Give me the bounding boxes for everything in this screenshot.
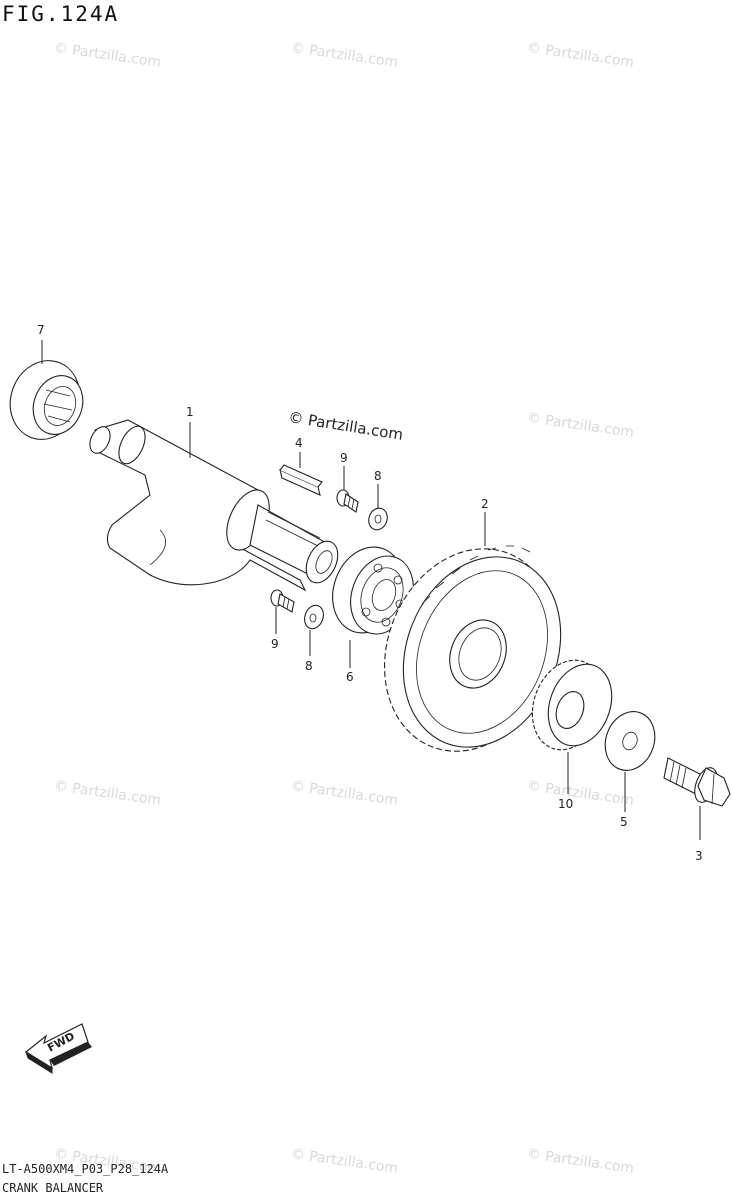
callout-9-lower: 9 — [271, 637, 279, 651]
flange-bolt-part[interactable] — [663, 757, 731, 807]
bolt-small-upper-part[interactable] — [336, 489, 359, 513]
callout-5: 5 — [620, 815, 628, 829]
balancer-drive-gear-part[interactable] — [520, 650, 622, 760]
callout-2: 2 — [481, 497, 489, 511]
figure-title: FIG.124A — [2, 2, 120, 26]
callout-1: 1 — [186, 405, 194, 419]
key-part[interactable] — [279, 464, 323, 496]
callout-10: 10 — [558, 797, 573, 811]
callout-8-lower: 8 — [305, 659, 313, 673]
callout-9-upper: 9 — [340, 451, 348, 465]
washer-small-lower-part[interactable] — [301, 603, 326, 632]
diagram-caption: CRANK BALANCER — [2, 1181, 104, 1195]
callout-8-upper: 8 — [374, 469, 382, 483]
needle-bearing-part[interactable] — [0, 351, 91, 449]
callout-6: 6 — [346, 670, 354, 684]
washer-large-part[interactable] — [597, 705, 663, 778]
callout-7: 7 — [37, 323, 45, 337]
callout-3: 3 — [695, 849, 703, 863]
balancer-shaft-part[interactable] — [86, 419, 344, 592]
bolt-small-lower-part[interactable] — [270, 589, 295, 613]
fwd-direction-arrow: FWD — [24, 1023, 92, 1074]
diagram-code: LT-A500XM4_P03_P28_124A — [2, 1162, 169, 1176]
balancer-driven-gear-part[interactable] — [355, 523, 588, 777]
callout-4: 4 — [295, 436, 303, 450]
washer-small-upper-part[interactable] — [366, 506, 390, 533]
